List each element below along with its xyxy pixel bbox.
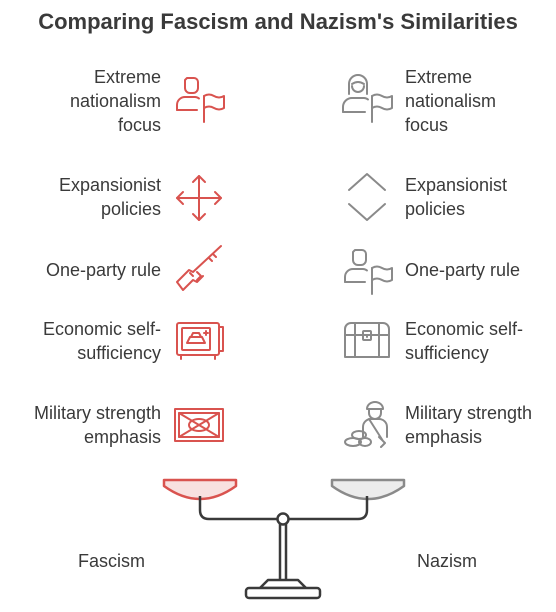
nazism-pan: [330, 478, 406, 501]
woman-flag-icon: [342, 74, 393, 123]
label-line: sufficiency: [77, 343, 161, 363]
label-line: nationalism: [69, 91, 161, 111]
nazism-label: Nazism: [417, 551, 478, 571]
label-line: One-party rule: [405, 260, 521, 280]
label-line: One-party rule: [45, 260, 161, 280]
label-line: Expansionist: [405, 175, 508, 195]
label-line: Military strength: [33, 403, 161, 423]
scale-foot: [244, 586, 322, 600]
fascism-item-nationalism: Extreme nationalism focus: [70, 65, 161, 137]
nazism-item-economic: Economic self- sufficiency: [405, 317, 523, 365]
label-line: emphasis: [83, 427, 161, 447]
rifle-icon: [176, 245, 222, 291]
fascism-item-expansionist: Expansionist policies: [59, 173, 161, 221]
label-line: focus: [117, 115, 161, 135]
fascism-label: Fascism: [78, 551, 145, 571]
label-line: Extreme: [405, 67, 473, 87]
label-line: nationalism: [405, 91, 497, 111]
label-line: Expansionist: [58, 175, 161, 195]
fascism-item-one-party: One-party rule: [46, 258, 161, 282]
move-arrows-icon: [176, 175, 222, 221]
label-line: Economic self-: [42, 319, 161, 339]
safe-icon: [176, 322, 224, 360]
label-line: Extreme: [93, 67, 161, 87]
person-flag-icon: [176, 77, 225, 123]
military-crate-icon: [174, 408, 224, 442]
nazism-item-military: Military strength emphasis: [405, 401, 532, 449]
fascism-item-economic: Economic self- sufficiency: [43, 317, 161, 365]
nazism-item-nationalism: Extreme nationalism focus: [405, 65, 496, 137]
chevrons-icon: [348, 173, 386, 221]
label-line: policies: [100, 199, 161, 219]
fascism-pan: [162, 478, 238, 501]
nazism-item-one-party: One-party rule: [405, 258, 520, 282]
label-line: sufficiency: [405, 343, 489, 363]
label-line: emphasis: [405, 427, 483, 447]
nazism-item-expansionist: Expansionist policies: [405, 173, 507, 221]
label-line: Economic self-: [405, 319, 524, 339]
soldier-icon: [344, 401, 388, 448]
treasure-chest-icon: [344, 322, 390, 358]
person-flag-icon: [344, 249, 393, 295]
label-line: Military strength: [405, 403, 533, 423]
page-title: Comparing Fascism and Nazism's Similarit…: [38, 9, 518, 34]
scale-pivot: [276, 512, 290, 526]
label-line: policies: [405, 199, 466, 219]
fascism-item-military: Military strength emphasis: [34, 401, 161, 449]
label-line: focus: [405, 115, 449, 135]
scale-pillar: [278, 524, 288, 580]
